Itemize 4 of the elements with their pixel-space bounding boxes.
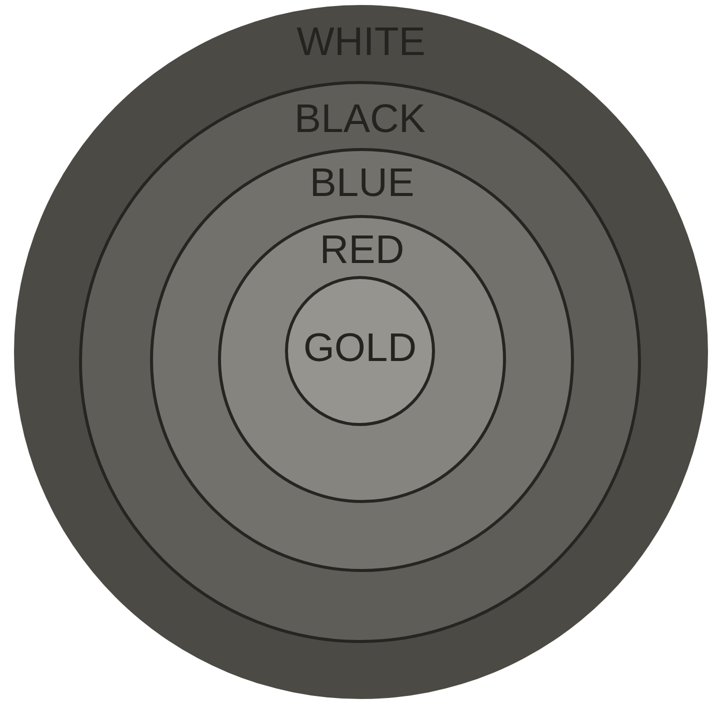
ring-label: GOLD [302, 326, 418, 370]
ring-label: BLUE [308, 161, 416, 205]
ring-label: BLACK [293, 97, 427, 141]
ring-label: RED [318, 228, 406, 272]
